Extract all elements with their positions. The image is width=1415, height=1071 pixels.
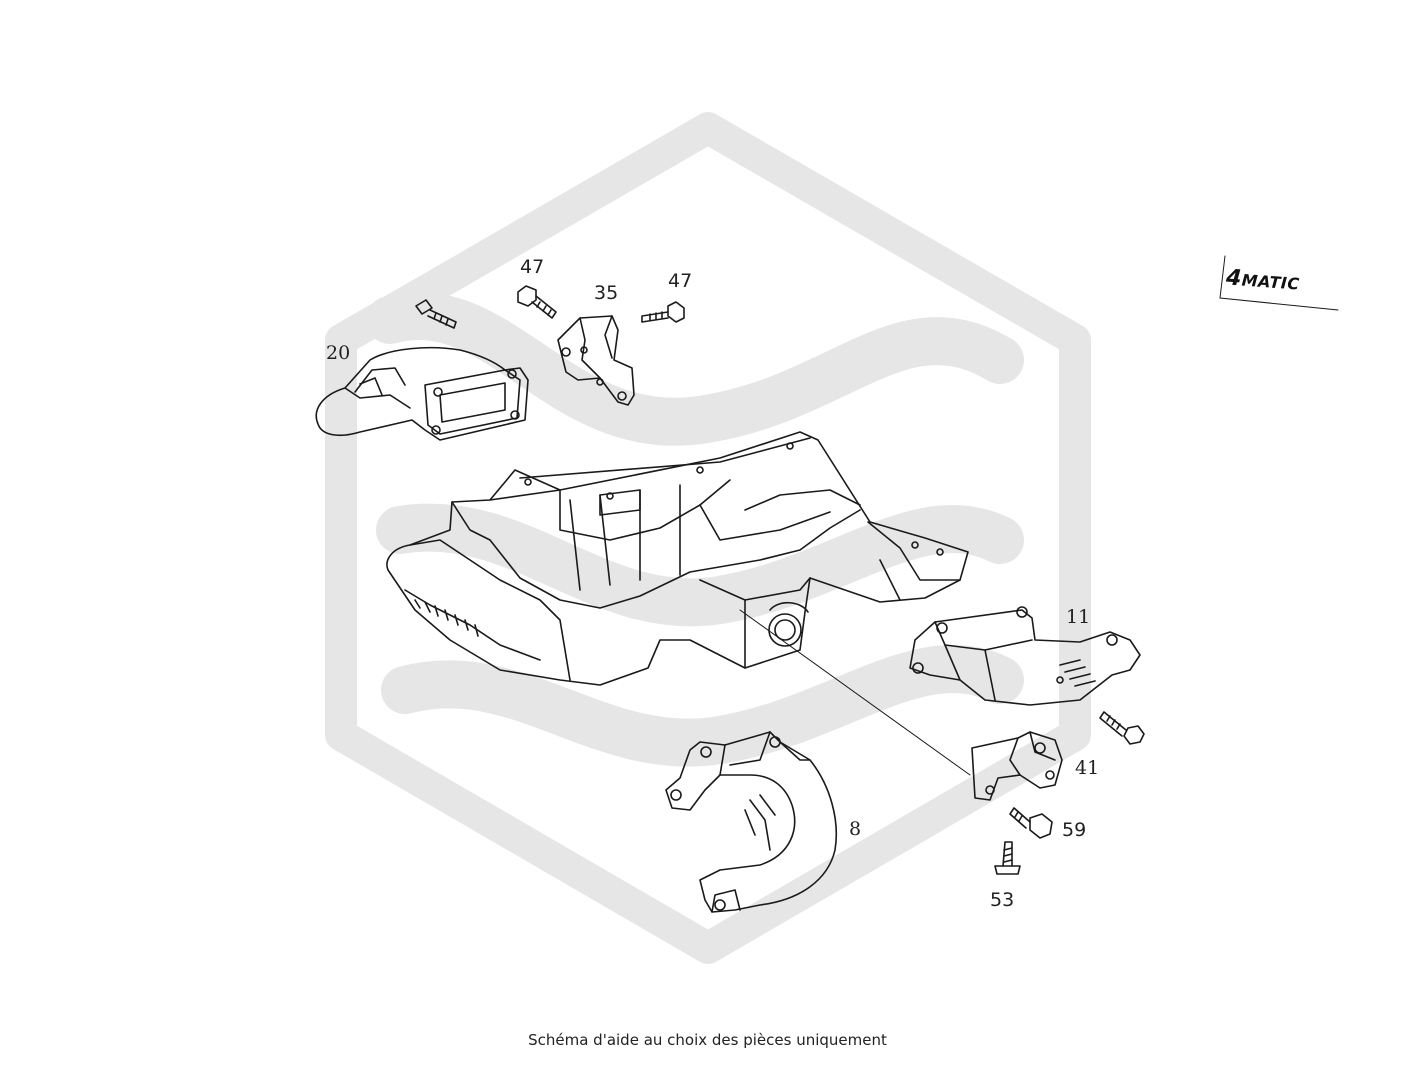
watermark-logo	[325, 112, 1091, 964]
callout-8[interactable]: 8	[849, 818, 862, 840]
badge-frame	[1219, 255, 1339, 311]
badge-4matic: 4MATIC	[1225, 265, 1300, 295]
callout-41[interactable]: 41	[1075, 757, 1100, 779]
callout-47-right[interactable]: 47	[668, 270, 693, 292]
bracket-41[interactable]	[971, 731, 1063, 801]
callout-11[interactable]: 11	[1066, 606, 1091, 628]
bolt-47-left[interactable]	[517, 285, 557, 319]
bolt-right-upper[interactable]	[1099, 711, 1145, 745]
callout-59[interactable]: 59	[1062, 819, 1087, 841]
badge-label: MATIC	[1241, 270, 1301, 294]
callout-53[interactable]: 53	[990, 889, 1015, 911]
bolt-47-right[interactable]	[641, 301, 685, 323]
lower-bracket-8[interactable]	[665, 731, 838, 913]
engine-mount-right[interactable]	[909, 606, 1141, 706]
bolt-top-left[interactable]	[415, 299, 457, 329]
leader-line	[739, 609, 971, 776]
bolt-59[interactable]	[1009, 807, 1053, 839]
footer-disclaimer: Schéma d'aide au choix des pièces unique…	[528, 1031, 887, 1049]
crossmember[interactable]	[386, 431, 969, 686]
callout-47-left[interactable]: 47	[520, 256, 545, 278]
bracket-35[interactable]	[557, 315, 635, 406]
callout-35[interactable]: 35	[594, 282, 619, 304]
badge-number: 4	[1225, 265, 1243, 292]
engine-mount-left[interactable]	[315, 346, 529, 441]
bolt-53[interactable]	[994, 841, 1021, 875]
callout-20[interactable]: 20	[326, 342, 351, 364]
